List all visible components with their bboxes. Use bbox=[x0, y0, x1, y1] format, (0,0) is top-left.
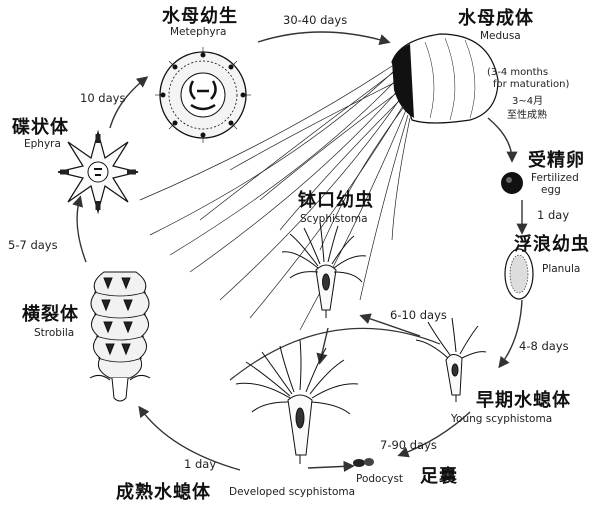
medusa-maturation-note-en-2: for maturation) bbox=[493, 79, 570, 90]
duration-egg-to-planula: 1 day bbox=[537, 208, 570, 222]
planula-illustration bbox=[504, 248, 534, 300]
duration-developed-to-strobila: 1 day bbox=[184, 457, 217, 471]
duration-young-to-scyphistoma: 6-10 days bbox=[390, 308, 447, 322]
duration-planula-to-young: 4-8 days bbox=[519, 339, 569, 353]
metephyra-label-en: Metephyra bbox=[170, 26, 227, 38]
arrow-developed-to-podocyst bbox=[307, 460, 355, 472]
young-scyphistoma-illustration bbox=[415, 317, 487, 402]
cycle-arrows bbox=[72, 31, 528, 472]
ephyra-label-zh: 碟状体 bbox=[12, 117, 69, 138]
medusa-label-zh: 水母成体 bbox=[458, 8, 534, 29]
developed-scyphistoma-illustration bbox=[235, 339, 359, 464]
fertilized-egg-illustration bbox=[501, 172, 523, 194]
duration-podocyst-period: 7-90 days bbox=[380, 438, 437, 452]
podocyst-illustration bbox=[353, 458, 374, 467]
medusa-maturation-note-en-1: (3-4 months bbox=[487, 67, 549, 78]
egg-label-zh: 受精卵 bbox=[528, 150, 585, 171]
planula-label-zh: 浮浪幼虫 bbox=[514, 234, 590, 255]
arrow-medusa-to-egg bbox=[487, 117, 518, 163]
podocyst-label-en: Podocyst bbox=[356, 473, 404, 485]
metephyra-label-zh: 水母幼生 bbox=[162, 6, 238, 27]
young-scyphistoma-label-en: Young scyphistoma bbox=[451, 413, 553, 425]
arrow-strobila-to-ephyra bbox=[72, 195, 87, 263]
scyphistoma-label-zh: 钵口幼虫 bbox=[298, 190, 374, 211]
arrow-ephyra-to-metephyra bbox=[109, 76, 149, 129]
scyphistoma-label-en: Scyphistoma bbox=[300, 213, 368, 225]
ephyra-label-en: Ephyra bbox=[24, 138, 61, 150]
medusa-maturation-note-zh-2: 至性成熟 bbox=[507, 110, 547, 121]
arrow-developed-scyphistoma-upper bbox=[229, 327, 441, 381]
metephyra-illustration bbox=[155, 47, 251, 143]
ephyra-illustration bbox=[57, 129, 139, 215]
arrow-developed-to-strobila bbox=[138, 405, 241, 471]
duration-strobila-to-ephyra: 5-7 days bbox=[8, 238, 58, 252]
strobila-label-zh: 横裂体 bbox=[22, 304, 79, 325]
egg-label-en-2: egg bbox=[541, 184, 561, 196]
developed-scyphistoma-label-zh: 成熟水螅体 bbox=[116, 482, 211, 503]
medusa-illustration bbox=[139, 33, 499, 331]
medusa-maturation-note-zh-1: 3~4月 bbox=[512, 96, 544, 107]
strobila-label-en: Strobila bbox=[34, 327, 75, 339]
arrow-young-to-scyphistoma bbox=[359, 313, 421, 337]
scyphistoma-illustration bbox=[281, 221, 367, 318]
egg-label-en-1: Fertilized bbox=[531, 172, 579, 184]
strobila-illustration bbox=[89, 271, 151, 402]
medusa-label-en: Medusa bbox=[480, 30, 521, 42]
arrow-metephyra-to-medusa bbox=[257, 31, 391, 46]
developed-scyphistoma-label-en: Developed scyphistoma bbox=[229, 486, 356, 498]
duration-metephyra-to-medusa: 30-40 days bbox=[283, 13, 348, 27]
planula-label-en: Planula bbox=[542, 263, 581, 275]
arrow-young-to-podocyst bbox=[397, 411, 471, 458]
young-scyphistoma-label-zh: 早期水螅体 bbox=[476, 390, 571, 411]
duration-ephyra-to-metephyra: 10 days bbox=[80, 91, 126, 105]
podocyst-label-zh: 足囊 bbox=[420, 466, 458, 487]
arrow-planula-to-young bbox=[498, 299, 523, 369]
